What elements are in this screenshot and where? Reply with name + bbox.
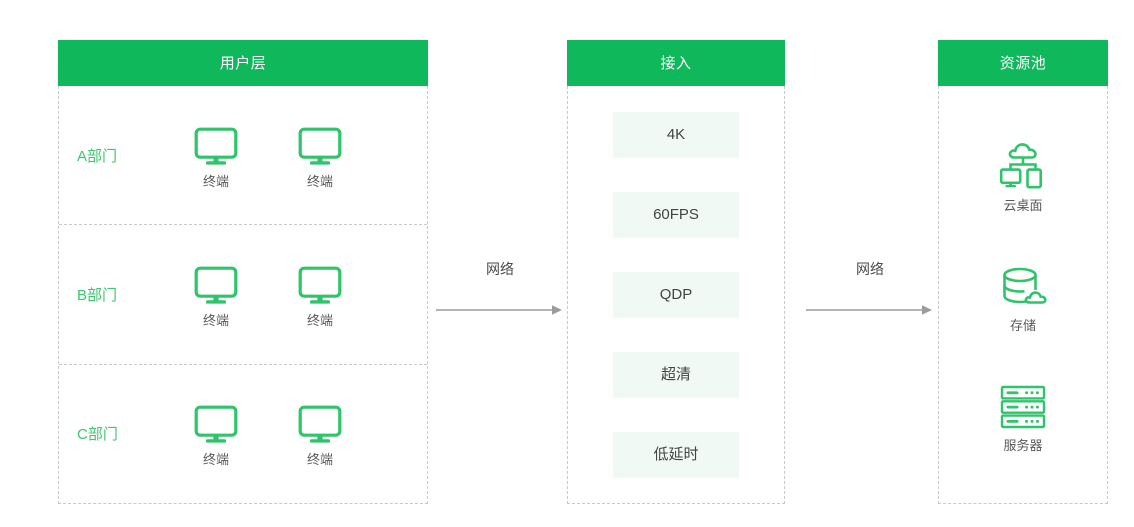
department-row: B部门 终端 bbox=[59, 225, 427, 365]
user-layer-panel: 用户层 A部门 终端 bbox=[58, 40, 428, 504]
terminal-group: 终端 终端 bbox=[187, 401, 349, 466]
terminal-item[interactable]: 终端 bbox=[291, 262, 349, 327]
terminal-item[interactable]: 终端 bbox=[187, 123, 245, 188]
feature-tag[interactable]: 4K bbox=[613, 111, 739, 158]
resource-pool-body: 云桌面 存储 bbox=[938, 86, 1108, 504]
connector-label: 网络 bbox=[486, 261, 514, 277]
resource-item-cloud-desktop[interactable]: 云桌面 bbox=[997, 138, 1049, 212]
arrow-right-icon bbox=[806, 305, 932, 315]
feature-tag[interactable]: QDP bbox=[613, 271, 739, 318]
cloud-storage-icon bbox=[998, 258, 1048, 310]
terminal-caption: 终端 bbox=[306, 173, 333, 189]
resource-caption: 存储 bbox=[1009, 317, 1036, 333]
server-rack-icon bbox=[998, 378, 1048, 430]
resource-pool-panel: 资源池 云桌面 bbox=[938, 40, 1108, 504]
terminal-caption: 终端 bbox=[202, 173, 229, 189]
feature-tag[interactable]: 超清 bbox=[613, 351, 739, 398]
access-layer-header: 接入 bbox=[567, 40, 785, 86]
terminal-item[interactable]: 终端 bbox=[291, 123, 349, 188]
terminal-caption: 终端 bbox=[202, 452, 229, 468]
terminal-caption: 终端 bbox=[202, 312, 229, 328]
monitor-icon bbox=[298, 401, 342, 449]
department-label: C部门 bbox=[77, 426, 118, 444]
terminal-group: 终端 终端 bbox=[187, 262, 349, 327]
department-label: A部门 bbox=[77, 147, 118, 165]
resource-item-storage[interactable]: 存储 bbox=[998, 258, 1048, 332]
terminal-caption: 终端 bbox=[306, 312, 333, 328]
arrow-right-icon bbox=[436, 305, 562, 315]
user-layer-header: 用户层 bbox=[58, 40, 428, 86]
monitor-icon bbox=[194, 262, 238, 310]
cloud-desktop-icon bbox=[997, 138, 1049, 190]
terminal-group: 终端 终端 bbox=[187, 123, 349, 188]
connector-label: 网络 bbox=[856, 261, 884, 277]
user-layer-body: A部门 终端 bbox=[58, 86, 428, 504]
terminal-item[interactable]: 终端 bbox=[187, 262, 245, 327]
access-layer-panel: 接入 4K 60FPS QDP 超清 低延时 bbox=[567, 40, 785, 504]
department-label: B部门 bbox=[77, 286, 118, 304]
department-row: A部门 终端 bbox=[59, 86, 427, 226]
connector-network-2: 网络 bbox=[806, 262, 934, 332]
feature-tag[interactable]: 低延时 bbox=[613, 431, 739, 478]
resource-item-server[interactable]: 服务器 bbox=[998, 378, 1048, 452]
terminal-item[interactable]: 终端 bbox=[291, 401, 349, 466]
terminal-caption: 终端 bbox=[306, 452, 333, 468]
monitor-icon bbox=[194, 123, 238, 171]
feature-tag[interactable]: 60FPS bbox=[613, 191, 739, 238]
monitor-icon bbox=[298, 123, 342, 171]
terminal-item[interactable]: 终端 bbox=[187, 401, 245, 466]
connector-network-1: 网络 bbox=[436, 262, 564, 332]
resource-caption: 服务器 bbox=[1003, 437, 1043, 453]
access-layer-body: 4K 60FPS QDP 超清 低延时 bbox=[567, 86, 785, 504]
department-row: C部门 终端 bbox=[59, 365, 427, 503]
resource-pool-header: 资源池 bbox=[938, 40, 1108, 86]
resource-caption: 云桌面 bbox=[1003, 197, 1043, 213]
monitor-icon bbox=[298, 262, 342, 310]
monitor-icon bbox=[194, 401, 238, 449]
